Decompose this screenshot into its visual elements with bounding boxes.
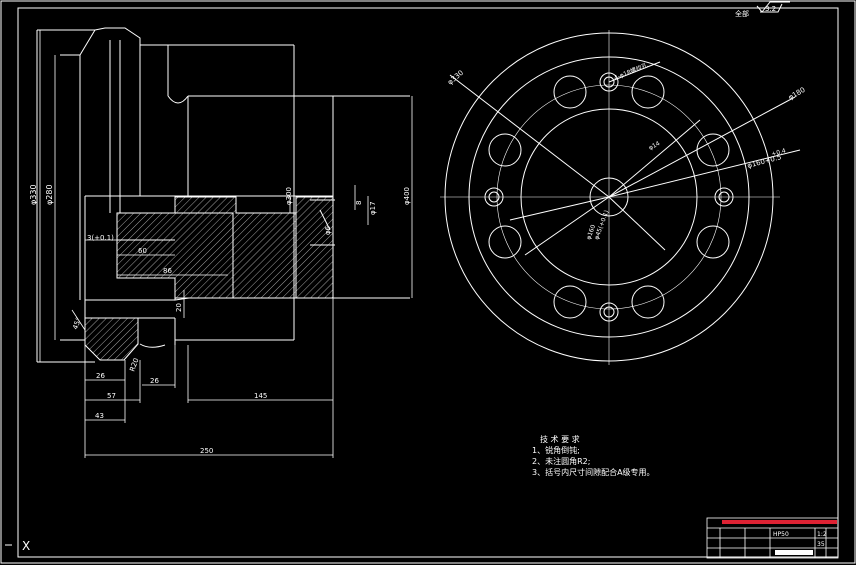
section-dimensions xyxy=(39,30,413,458)
flange-bolt-note: 4-φ18螺纹孔 xyxy=(613,61,649,82)
dim-bottom-57: 57 xyxy=(107,392,116,400)
dim-depth-20: 20 xyxy=(175,303,183,312)
dim-small-1: 8 xyxy=(355,201,363,205)
dim-width-mid: 86 xyxy=(163,267,172,275)
tech-item-2: 2、未注圆角R2; xyxy=(532,457,591,466)
dim-bottom-26a: 26 xyxy=(96,372,105,380)
hatch-lower xyxy=(84,317,139,361)
section-dimension-labels: φ330 φ280 φ300 φ400 8 φ17 φ6 60 86 3(+0.… xyxy=(29,184,411,455)
dim-center-height: φ300 xyxy=(285,187,293,205)
title-block-text: HP50 1:2 35 xyxy=(773,531,827,548)
flange-pcd-note: φ14 xyxy=(648,140,662,152)
roughness-prefix: 全部 xyxy=(735,9,749,18)
flange-center-note-2: φ45(+0.1) xyxy=(593,209,610,240)
title-scale: 1:2 xyxy=(817,531,827,538)
ucs-icon: X xyxy=(5,539,30,553)
dim-bottom-250: 250 xyxy=(200,447,213,455)
flange-top-right-3: +0.4 xyxy=(771,147,787,158)
dim-bottom-145: 145 xyxy=(254,392,267,400)
tech-title: 技 术 要 求 xyxy=(540,435,580,444)
title-sheet: 35 xyxy=(817,541,825,548)
title-part-code: HP50 xyxy=(773,531,789,538)
technical-requirements: 技 术 要 求 1、锐角倒钝; 2、未注圆角R2; 3、括号内尺寸间隙配合A级专… xyxy=(532,434,655,478)
hatch-right xyxy=(295,196,334,299)
dim-r-label: R20 xyxy=(128,357,140,373)
surface-roughness-symbol: 全部 3.2 xyxy=(735,1,790,18)
flange-view xyxy=(440,30,801,365)
dim-small-3: φ6 xyxy=(324,225,332,235)
dim-small-2: φ17 xyxy=(369,201,377,215)
dim-angle-45: 45° xyxy=(71,316,83,330)
dim-left-label: 3(+0.1) xyxy=(87,234,114,242)
dim-bottom-43: 43 xyxy=(95,412,104,420)
dim-right-height: φ400 xyxy=(403,187,411,205)
cursor-label: X xyxy=(22,539,30,553)
dim-left-height-1: φ330 xyxy=(29,184,38,205)
flange-top-right-1: φ180 xyxy=(787,86,807,102)
title-block xyxy=(706,517,839,559)
section-view xyxy=(36,27,410,363)
roughness-triangle-icon xyxy=(760,3,783,13)
tech-item-1: 1、锐角倒钝; xyxy=(532,446,580,455)
flange-center-note-1: φ160 xyxy=(585,224,597,241)
dim-width-inner: 60 xyxy=(138,247,147,255)
dim-bottom-26b: 26 xyxy=(150,377,159,385)
dim-left-height-2: φ280 xyxy=(45,184,54,205)
roughness-value: 3.2 xyxy=(765,5,776,13)
tech-item-3: 3、括号内尺寸间隙配合A级专用。 xyxy=(532,468,655,477)
